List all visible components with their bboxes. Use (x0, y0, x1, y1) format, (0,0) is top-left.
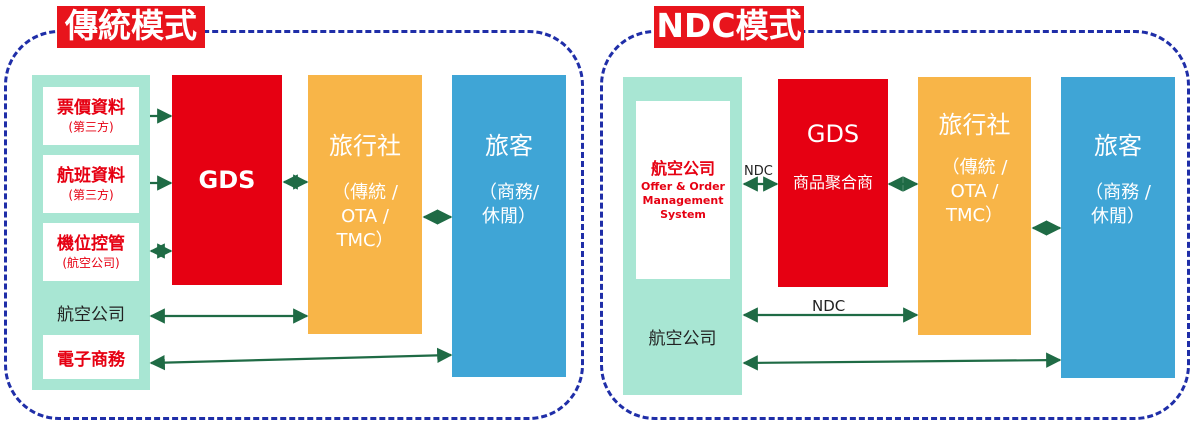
flight-data-label: 航班資料 (57, 166, 125, 186)
traditional-traveler-line2: 休閒） (482, 206, 536, 227)
ndc-agency-block: 旅行社 （傳統 / OTA / TMC） (918, 77, 1031, 335)
ndc-arrow-label-top: NDC (744, 164, 773, 179)
traditional-agency-block: 旅行社 （傳統 / OTA / TMC） (308, 75, 422, 334)
traditional-traveler-line1: （商務/ (478, 182, 540, 203)
traditional-gds-block: GDS (172, 75, 282, 285)
ndc-panel-frame (600, 30, 1190, 420)
traditional-gds-title: GDS (198, 166, 256, 194)
ndc-airline-box-line1: Offer & Order (641, 180, 725, 193)
traditional-agency-line2: OTA / (341, 206, 389, 227)
ndc-agency-line1: （傳統 / (941, 157, 1008, 178)
seat-control-label: 機位控管 (57, 234, 125, 254)
arrow-ndc-airline-traveler (742, 352, 1062, 371)
traditional-airline-label: 航空公司 (57, 304, 125, 325)
seat-control-box: 機位控管 (航空公司) (43, 223, 139, 281)
traditional-panel-frame (4, 30, 584, 420)
traditional-agency-line3: TMC） (336, 230, 394, 251)
ndc-gds-block: GDS 商品聚合商 (778, 79, 888, 287)
traditional-agency-title: 旅行社 (329, 132, 401, 160)
flight-data-box: 航班資料 (第三方) (43, 155, 139, 213)
seat-control-sub: (航空公司) (62, 256, 120, 270)
traditional-title: 傳統模式 (57, 6, 205, 48)
ecommerce-box: 電子商務 (43, 335, 139, 379)
ndc-offer-order-box: 航空公司 Offer & Order Management System (636, 101, 730, 279)
traditional-traveler-title: 旅客 (485, 132, 533, 160)
ndc-traveler-line1: （商務 / (1085, 182, 1151, 203)
ndc-traveler-block: 旅客 （商務 / 休閒） (1061, 77, 1175, 378)
traditional-agency-line1: （傳統 / (332, 182, 398, 203)
ndc-agency-line3: TMC） (945, 205, 1004, 226)
ndc-gds-sub: 商品聚合商 (792, 173, 873, 192)
ndc-airline-box-main: 航空公司 (650, 159, 715, 178)
fare-data-sub: (第三方) (68, 120, 114, 134)
fare-data-label: 票價資料 (57, 98, 125, 118)
ndc-agency-title: 旅行社 (938, 111, 1011, 139)
ndc-airline-label: 航空公司 (648, 328, 717, 349)
ndc-traveler-title: 旅客 (1094, 132, 1142, 160)
ndc-airline-box-line2: Management (642, 194, 724, 207)
ecommerce-label: 電子商務 (57, 349, 125, 370)
ndc-airline-box-line3: System (660, 208, 706, 221)
ndc-agency-line2: OTA / (950, 181, 999, 202)
arrow-ecommerce-traveler (149, 347, 453, 371)
flight-data-sub: (第三方) (68, 188, 114, 202)
fare-data-box: 票價資料 (第三方) (43, 87, 139, 145)
ndc-title: NDC模式 (654, 6, 804, 48)
ndc-gds-title: GDS (806, 120, 860, 148)
traditional-traveler-block: 旅客 （商務/ 休閒） (452, 75, 566, 377)
ndc-traveler-line2: 休閒） (1091, 206, 1145, 227)
